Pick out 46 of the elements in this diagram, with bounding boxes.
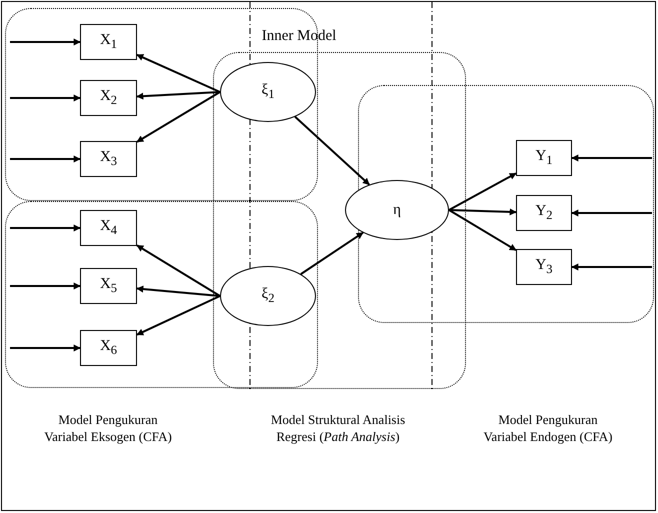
arrow [136,54,220,93]
arrow [136,295,220,336]
arrow [448,172,517,211]
indicator-box [80,24,137,60]
indicator-box [516,195,572,231]
arrow [10,94,81,102]
arrow [136,91,221,143]
arrow [10,38,81,46]
indicator-box [80,141,137,177]
variable-label: ξ$_{1}$ [262,82,274,102]
arrow [294,116,370,186]
indicator-box [516,249,572,285]
column-caption: Model Pengukuran Variabel Endogen (CFA) [482,412,614,446]
variable-label: X$_{3}$ [100,149,118,169]
column-caption: Model Pengukuran Variabel Eksogen (CFA) [43,412,173,446]
variable-label: X$_{6}$ [100,338,118,358]
variable-label: Y$_{3}$ [535,257,553,277]
variable-label: X$_{2}$ [100,88,118,108]
indicator-box [80,268,137,304]
arrow [10,344,81,352]
variable-label: X$_{1}$ [100,32,118,52]
indicator-box [80,80,137,116]
variable-label: ξ$_{2}$ [262,286,274,306]
latent-variable-ellipse [220,62,316,122]
arrow [136,244,221,297]
variable-label: X$_{5}$ [100,276,118,296]
group-heading: Inner Model [260,28,338,45]
variable-label: X$_{4}$ [100,218,118,238]
indicator-box [80,330,137,366]
arrow [10,282,81,290]
arrow [300,232,364,275]
variable-label: Y$_{2}$ [535,203,553,223]
arrow [571,154,652,162]
arrow [571,264,652,270]
arrow [10,224,81,232]
indicator-box [516,140,572,176]
variable-label: η [393,202,401,218]
arrow [136,91,220,100]
indicator-box [80,210,137,246]
arrow [448,209,517,252]
column-caption: Model Struktural Analisis Regresi (Path Analysis) [270,412,406,446]
arrow [448,208,517,216]
arrow [136,286,220,297]
variable-label: Y$_{1}$ [535,148,553,168]
arrow [10,156,81,162]
arrow [571,210,652,216]
